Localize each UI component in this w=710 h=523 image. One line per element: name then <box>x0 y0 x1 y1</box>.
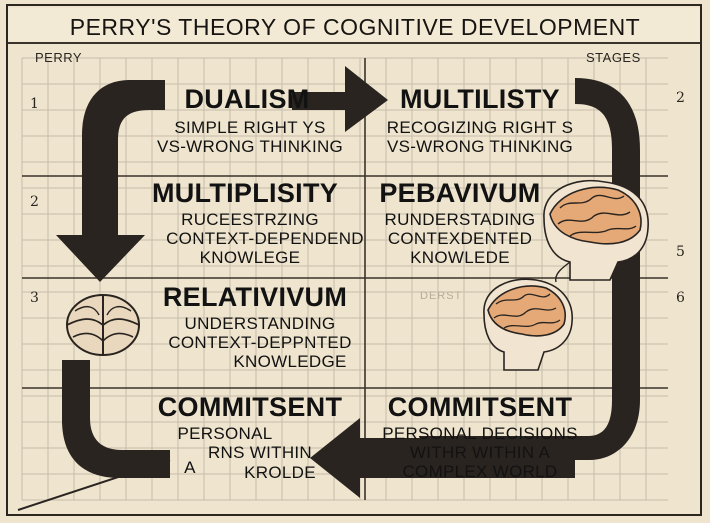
arrow-left-bottom-band <box>62 360 170 478</box>
stage-text: PERSONAL DECISIONS <box>382 424 578 443</box>
corner-label-left: PERRY <box>35 50 83 65</box>
margin-number: 2 <box>676 90 685 106</box>
stage-text: CONTEXDENTED <box>387 229 533 248</box>
stage-heading-commitsent-left: COMMITSENT <box>157 392 343 422</box>
stage-separators <box>22 58 668 500</box>
diagram-title: PERRY'S THEORY OF COGNITIVE DEVELOPMENT <box>69 14 641 40</box>
stage-text: WITHR WITHIN A <box>409 443 551 462</box>
stage-text: RECOGIZING RIGHT S <box>386 118 574 137</box>
corner-label-right: STAGES <box>586 50 641 65</box>
stage-heading-multilisty: MULTILISTY <box>400 84 560 114</box>
margin-number: 5 <box>676 244 685 260</box>
margin-number: 6 <box>676 290 685 306</box>
stage-text: KNOWLEDE <box>410 248 510 267</box>
arrow-top <box>292 66 388 132</box>
stage-text: VS-WRONG THINKING <box>386 137 574 156</box>
stage-heading-commitsent-right: COMMITSENT <box>387 392 573 422</box>
stage-text: PERSONAL <box>177 424 273 443</box>
stage-text: SIMPLE RIGHT YS <box>174 118 326 137</box>
stage-text: RUNDERSTADING <box>384 210 536 229</box>
brain-profile-icon <box>543 179 649 283</box>
brain-profile-icon <box>483 278 573 371</box>
arrow-left-down <box>56 80 165 282</box>
stage-text: COMPLEX WORLD <box>402 462 558 481</box>
stage-text: CONTEXT-DEPPNTED <box>168 333 352 352</box>
margin-number: 1 <box>30 96 39 112</box>
stage-heading-relativivum: RELATIVIVUM <box>162 282 348 312</box>
ghost-text: DERST <box>420 290 463 302</box>
stage-text: CONTEXT-DEPENDEND <box>166 229 364 248</box>
stage-heading-multiplisity: MULTIPLISITY <box>151 178 339 208</box>
stage-heading-pebavivum: PEBAVIVUM <box>379 178 541 208</box>
stage-text: UNDERSTANDING <box>184 314 336 333</box>
stage-heading-dualism: DUALISM <box>184 84 310 114</box>
stage-text: RUCEESTRZING <box>181 210 319 229</box>
brain-top-icon <box>66 294 140 356</box>
stage-text: A <box>184 458 196 477</box>
title-band <box>8 8 700 44</box>
stage-text: KROLDE <box>244 463 316 482</box>
stage-text: VS-WRONG THINKING <box>156 137 344 156</box>
stage-text: RNS WITHIN <box>207 443 313 462</box>
arrow-bottom <box>310 418 575 498</box>
outer-frame <box>6 4 702 516</box>
margin-number: 2 <box>30 194 39 210</box>
arrow-right-band <box>575 78 640 460</box>
stage-text: KNOWLEDGE <box>233 352 347 371</box>
margin-number: 3 <box>30 290 39 306</box>
stage-text: KNOWLEGE <box>199 248 301 267</box>
